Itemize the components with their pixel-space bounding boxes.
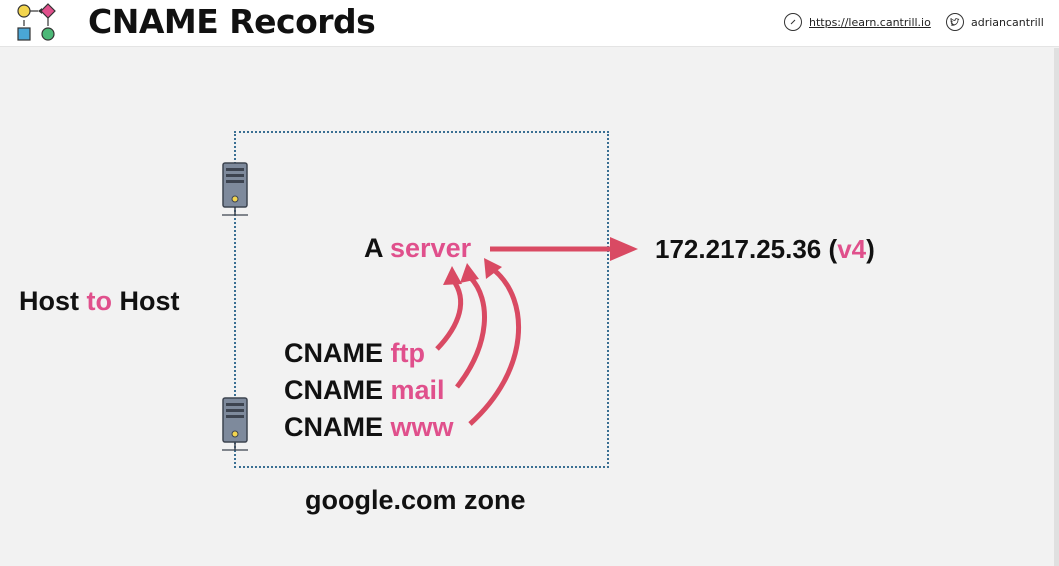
record-name: mail — [390, 375, 445, 405]
ip-address-label: 172.217.25.36 (v4) — [655, 234, 875, 265]
record-type: CNAME — [284, 338, 383, 368]
record-name: server — [390, 233, 472, 263]
right-edge-strip — [1054, 48, 1059, 566]
twitter-handle[interactable]: adriancantrill — [971, 15, 1044, 29]
to-word: to — [86, 286, 112, 316]
ip-address: 172.217.25.36 — [655, 234, 822, 264]
compass-icon — [784, 13, 802, 31]
ip-paren-close: ) — [866, 234, 875, 264]
zone-boundary — [234, 131, 609, 468]
record-type: CNAME — [284, 412, 383, 442]
host-to-host-label: Host to Host — [19, 286, 180, 317]
twitter-icon — [946, 13, 964, 31]
record-type: CNAME — [284, 375, 383, 405]
cname-ftp-arrow — [435, 266, 464, 351]
server-icon — [222, 397, 248, 451]
a-record-label: A server — [364, 233, 471, 264]
cname-ftp-label: CNAME ftp — [284, 338, 425, 369]
host-word-1: Host — [19, 286, 79, 316]
website-url[interactable]: https://learn.cantrill.io — [809, 15, 931, 29]
record-name: www — [390, 412, 454, 442]
a-to-ip-arrow — [490, 237, 638, 261]
ip-version: v4 — [837, 234, 867, 264]
header-bar: CNAME Records https://learn.cantrill.io … — [0, 0, 1059, 47]
cname-mail-arrow — [455, 263, 487, 389]
record-name: ftp — [390, 338, 425, 368]
server-icon — [222, 162, 248, 216]
ip-paren-open: ( — [828, 234, 838, 264]
cname-www-arrow — [468, 258, 521, 426]
host-word-2: Host — [119, 286, 180, 316]
website-link[interactable]: https://learn.cantrill.io — [784, 11, 931, 33]
page-title: CNAME Records — [88, 2, 376, 41]
zone-label: google.com zone — [305, 485, 526, 515]
logo-icon — [17, 3, 56, 41]
twitter-link[interactable]: adriancantrill — [946, 11, 1044, 33]
cname-www-label: CNAME www — [284, 412, 454, 443]
cname-mail-label: CNAME mail — [284, 375, 445, 406]
record-type: A — [364, 233, 383, 263]
